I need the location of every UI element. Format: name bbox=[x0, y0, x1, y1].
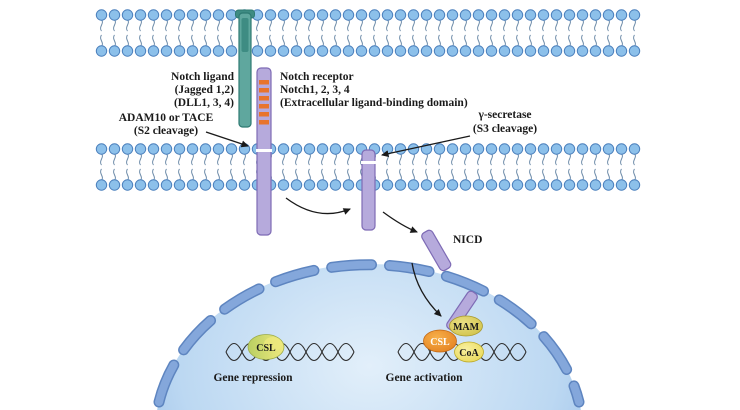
coa-oval bbox=[454, 341, 484, 363]
ligand-binding-stripes bbox=[259, 80, 269, 125]
s3-cleavage-arrow bbox=[381, 135, 471, 158]
stripe bbox=[259, 120, 269, 125]
coa-label: CoA bbox=[459, 348, 479, 359]
stripe bbox=[259, 96, 269, 101]
s2-cleavage-gap bbox=[256, 149, 272, 152]
notch-ligand-label-line3: (DLL1, 3, 4) bbox=[174, 97, 234, 109]
gene-activation-label: Gene activation bbox=[386, 372, 464, 384]
stripe bbox=[259, 112, 269, 117]
dna-helix-b bbox=[225, 342, 355, 362]
mam-oval bbox=[449, 315, 483, 337]
mam-label: MAM bbox=[453, 322, 480, 333]
gamma-secretase-label-line1: γ-secretase bbox=[477, 109, 531, 121]
diagram-labels: Notch ligand (Jagged 1,2) (DLL1, 3, 4) N… bbox=[119, 71, 538, 384]
notch-receptor-label-line3: (Extracellular ligand-binding domain) bbox=[280, 97, 468, 109]
adam-label-line1: ADAM10 or TACE bbox=[119, 112, 214, 124]
nicd-label: NICD bbox=[453, 234, 482, 246]
stripe bbox=[259, 80, 269, 85]
nicd-bar bbox=[421, 229, 452, 272]
notch-receptor-molecule bbox=[256, 67, 272, 236]
gene-repression-label: Gene repression bbox=[213, 372, 293, 384]
s3-cleavage-gap bbox=[361, 161, 376, 164]
csl-activation-label: CSL bbox=[430, 337, 450, 348]
pathway-arrows bbox=[205, 131, 471, 317]
csl-activator-oval bbox=[423, 329, 457, 353]
repression-complex: CSL bbox=[247, 334, 285, 360]
membrane-band-top bbox=[95, 8, 641, 58]
stripe bbox=[259, 104, 269, 109]
receptor-to-fragment-arrow bbox=[285, 197, 351, 215]
fragment-to-nicd-arrow bbox=[382, 211, 418, 233]
notch-receptor-label-line2: Notch1, 2, 3, 4 bbox=[280, 84, 350, 96]
fragment-bar bbox=[361, 149, 376, 231]
csl-repression-label: CSL bbox=[256, 343, 276, 354]
csl-repressor-highlight bbox=[264, 337, 282, 351]
adam-label-line2: (S2 cleavage) bbox=[134, 125, 198, 137]
notch-ligand-molecule bbox=[235, 9, 255, 128]
dna-strand-repression bbox=[225, 342, 355, 362]
notch-ligand-label-line2: (Jagged 1,2) bbox=[175, 84, 235, 96]
ligand-transmembrane-core bbox=[241, 18, 249, 52]
cell-membrane-top bbox=[95, 8, 641, 58]
notch-fragment-molecule bbox=[361, 149, 376, 231]
notch-ligand-label-line1: Notch ligand bbox=[171, 71, 235, 83]
stripe bbox=[259, 88, 269, 93]
notch-receptor-label-line1: Notch receptor bbox=[280, 71, 354, 83]
nicd-to-nucleus-arrow bbox=[411, 262, 442, 317]
s2-cleavage-arrow bbox=[205, 131, 249, 148]
nuclear-envelope bbox=[155, 260, 583, 406]
gamma-secretase-label-line2: (S3 cleavage) bbox=[473, 123, 537, 135]
activation-complex: MAM CSL CoA bbox=[423, 290, 484, 363]
